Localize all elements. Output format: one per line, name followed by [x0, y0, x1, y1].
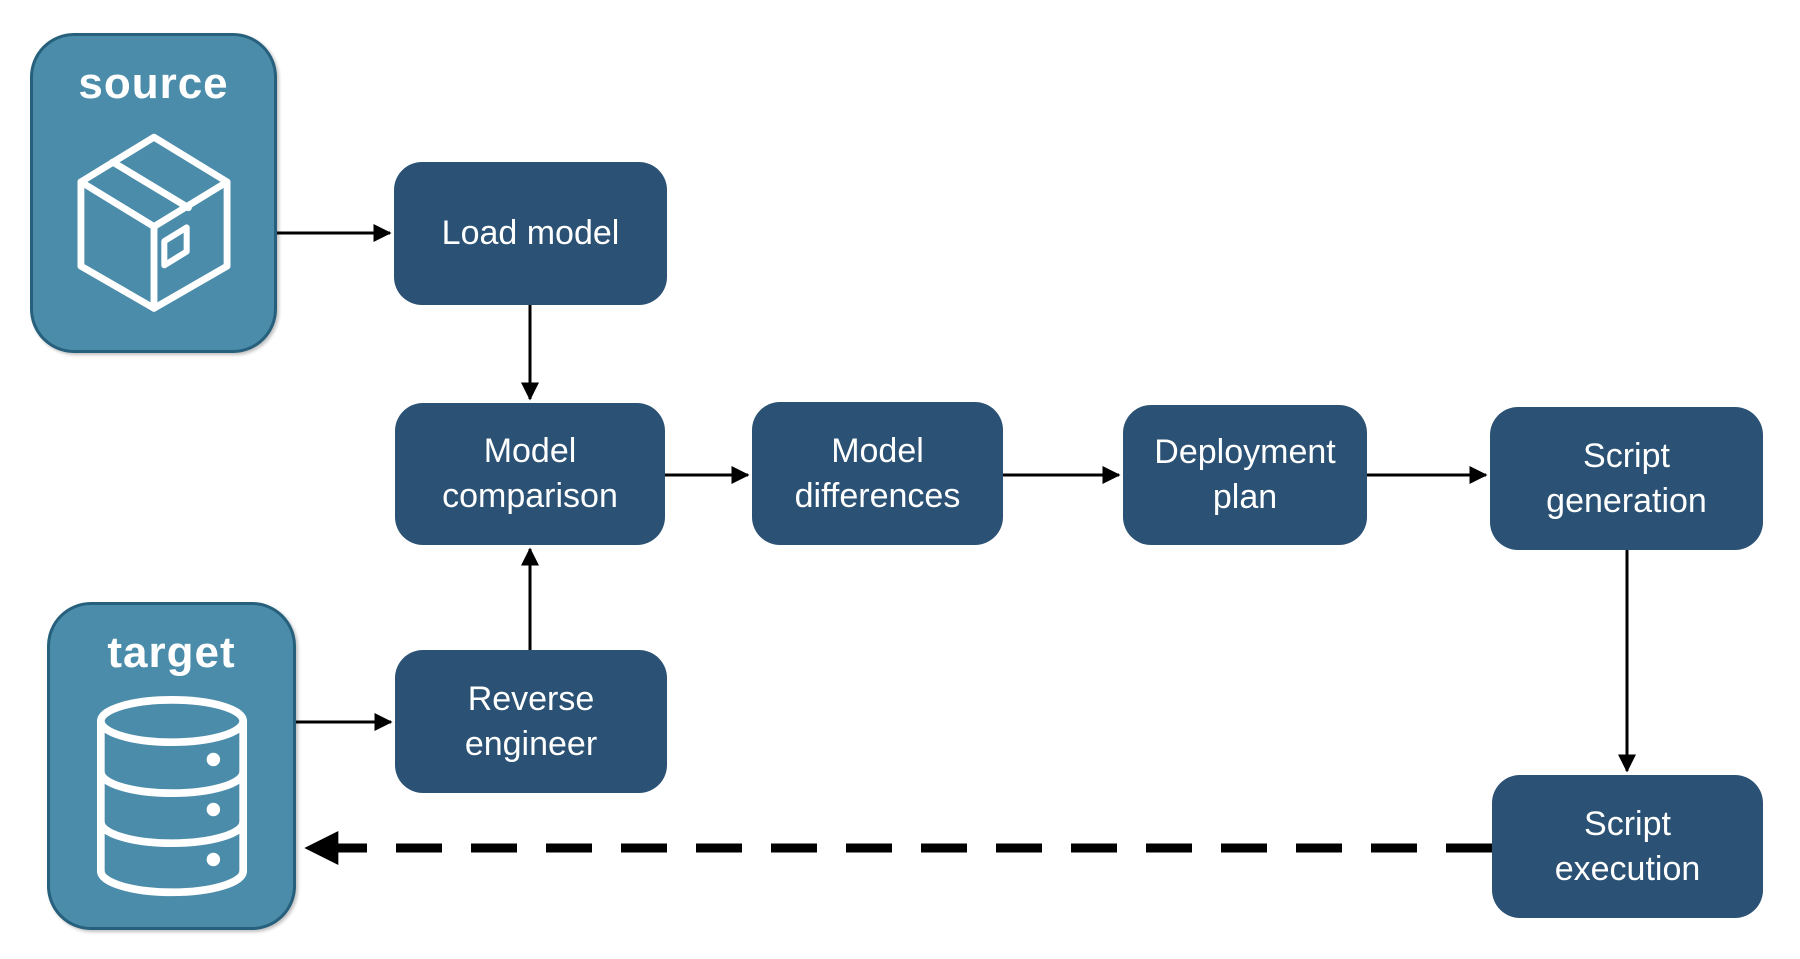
endpoint-target: target — [47, 602, 296, 930]
node-script-generation: Script generation — [1490, 407, 1763, 550]
node-deployment-plan: Deployment plan — [1123, 405, 1367, 545]
endpoint-target-label: target — [107, 628, 236, 677]
node-deployment-plan-label: Deployment plan — [1154, 433, 1336, 516]
node-reverse-engineer-label: Reverse engineer — [464, 679, 598, 763]
endpoint-source: source — [30, 33, 277, 353]
node-load-model: Load model — [394, 162, 667, 305]
package-icon — [68, 108, 240, 350]
node-model-differences-label: Model differences — [794, 431, 961, 515]
node-model-differences: Model differences — [752, 402, 1003, 545]
node-model-comparison: Model comparison — [395, 403, 665, 545]
node-script-generation-label: Script generation — [1546, 436, 1707, 520]
node-script-execution: Script execution — [1492, 775, 1763, 918]
node-load-model-label: Load model — [441, 214, 620, 253]
node-script-execution-label: Script execution — [1554, 804, 1701, 888]
node-reverse-engineer: Reverse engineer — [395, 650, 667, 793]
database-icon — [95, 677, 249, 927]
endpoint-source-label: source — [78, 59, 229, 108]
node-model-comparison-label: Model comparison — [442, 432, 618, 515]
